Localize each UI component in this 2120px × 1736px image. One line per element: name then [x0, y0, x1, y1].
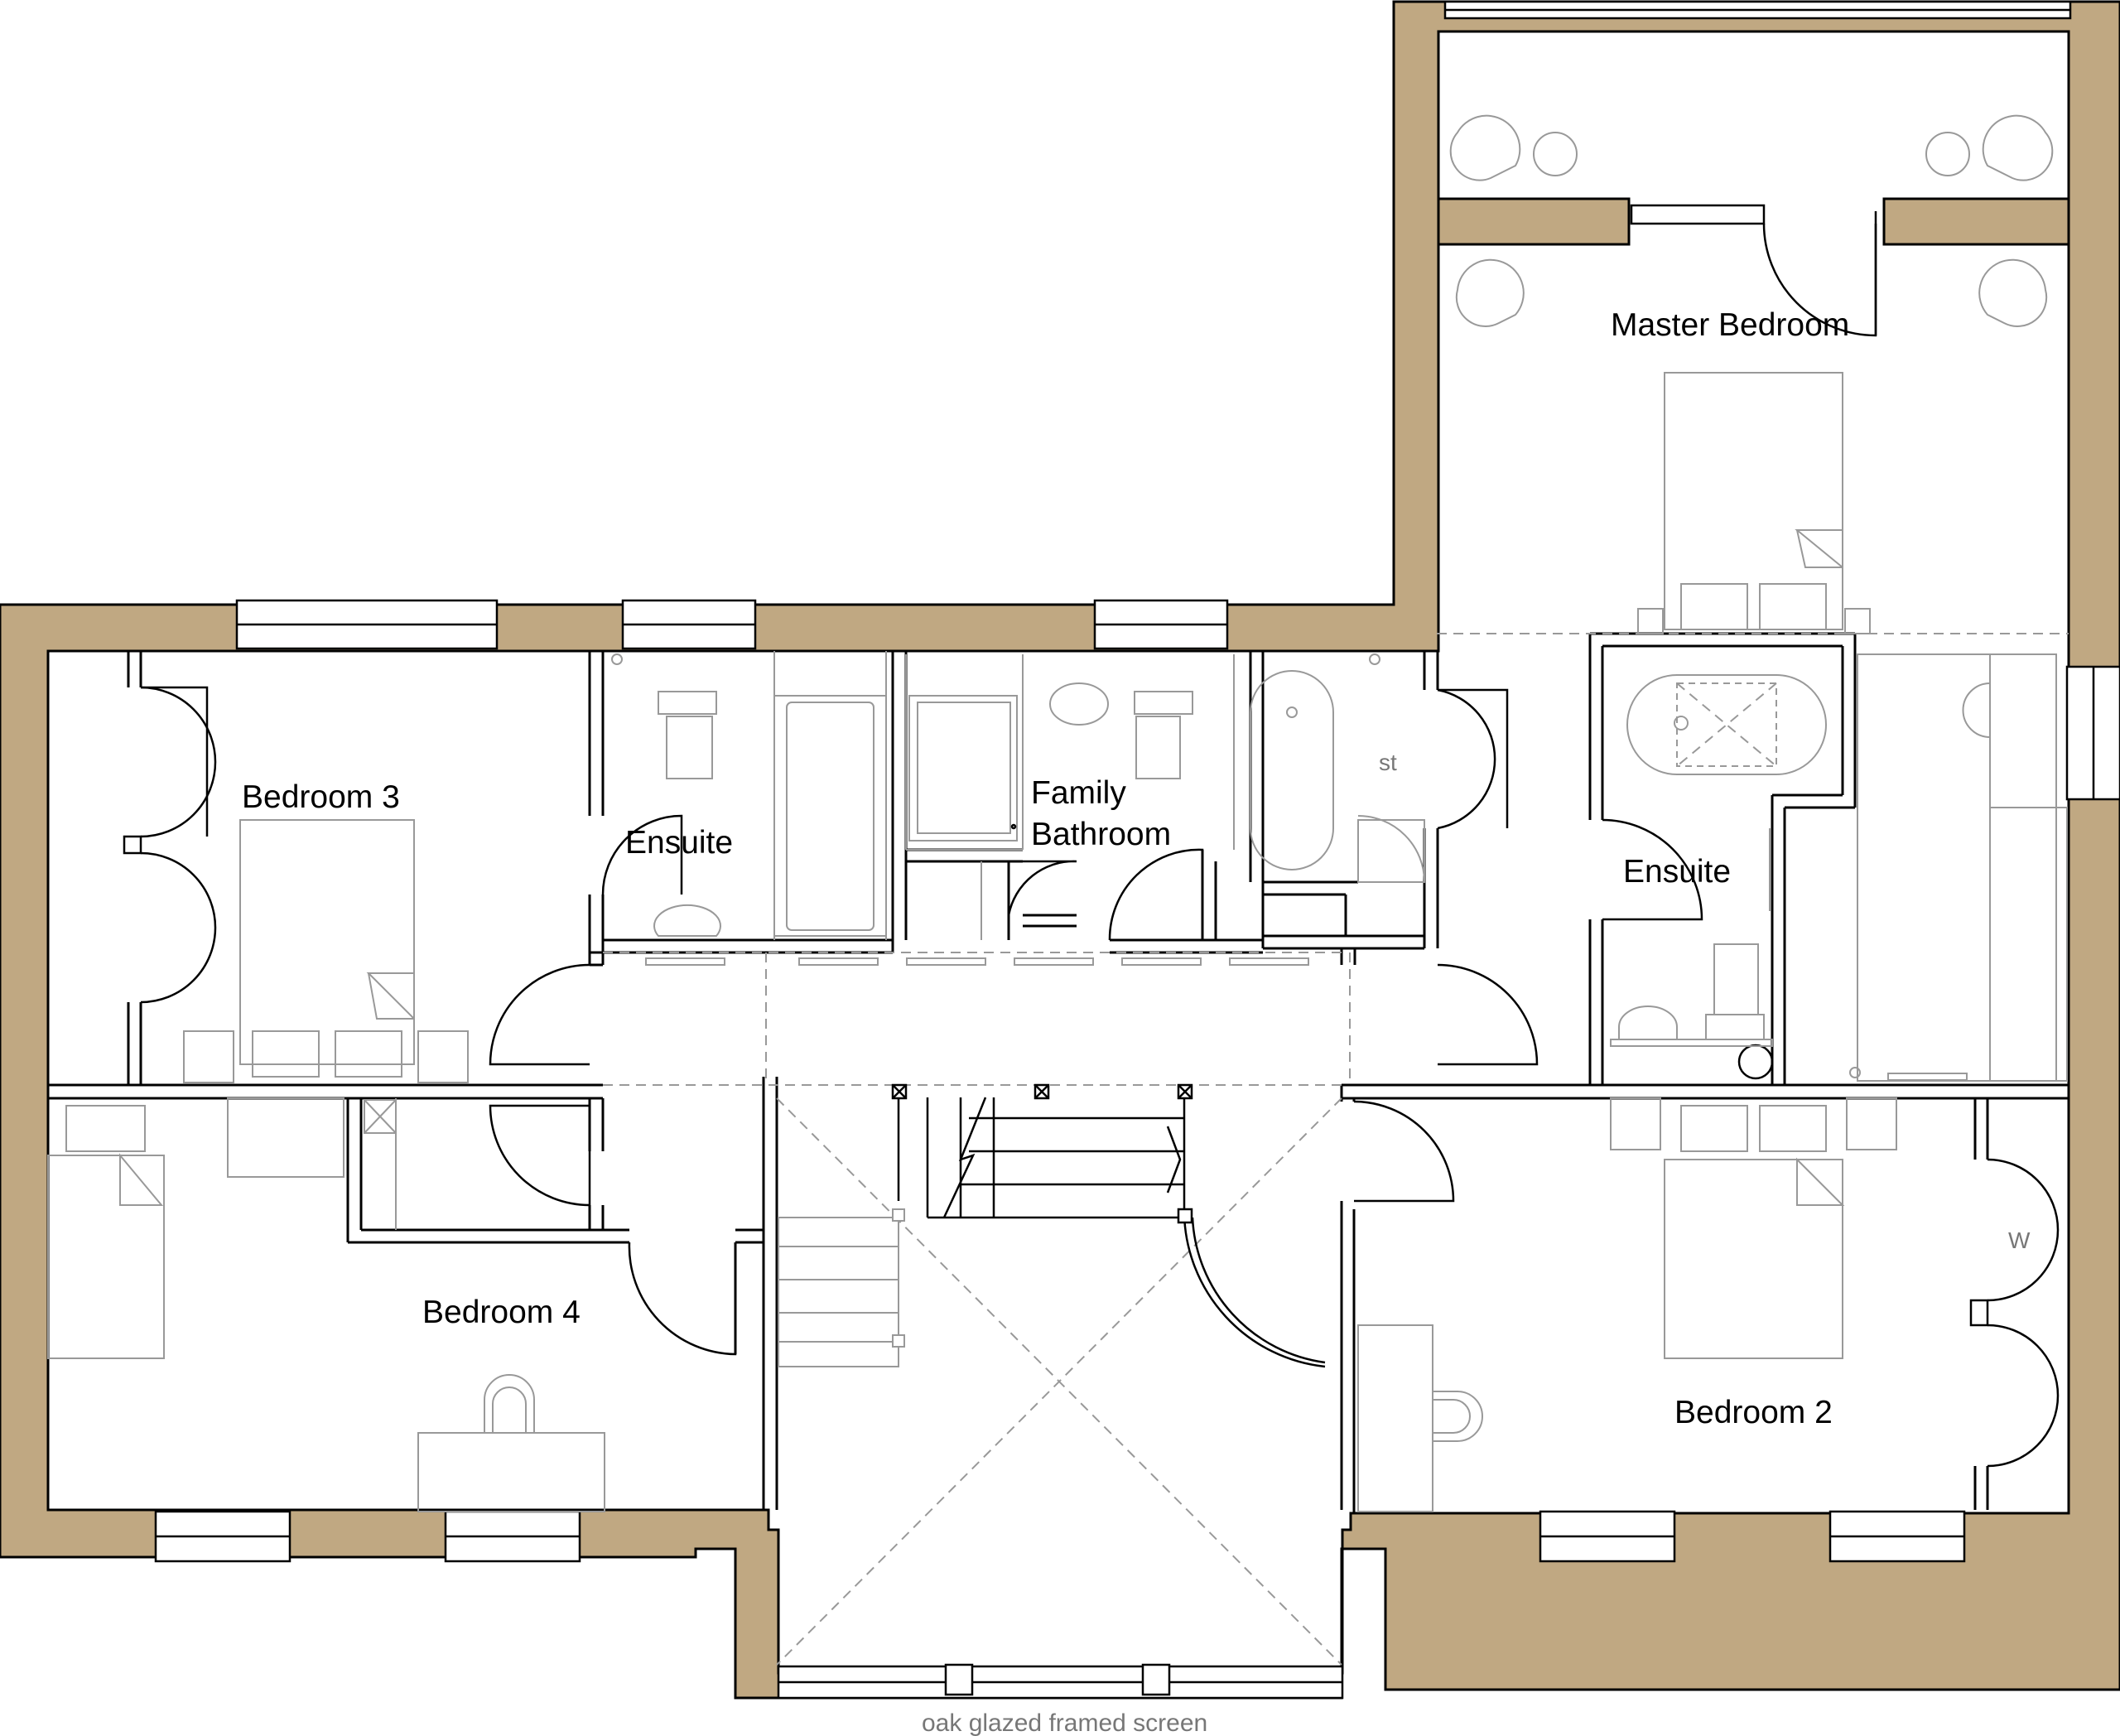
bedroom-4-furniture [47, 1097, 605, 1512]
windows [154, 0, 2120, 1700]
family-bathroom-label-line1: Family [1031, 775, 1126, 811]
ensuite-left-label: Ensuite [625, 825, 733, 861]
master-ensuite-fittings [1849, 653, 2068, 1082]
bedroom-2-label: Bedroom 2 [1674, 1395, 1833, 1430]
furniture [47, 114, 2068, 1512]
corridor-lights [645, 957, 1309, 966]
left-ensuite-fittings [611, 651, 887, 940]
family-bathroom-fittings [905, 654, 1334, 940]
stairs [603, 633, 2069, 1666]
room-labels: Master Bedroom Bedroom 3 Ensuite Family … [242, 307, 2031, 1736]
wardrobe-label: W [2008, 1227, 2031, 1253]
store-shelves [1357, 653, 1425, 883]
bedroom-2-furniture [1357, 1097, 1897, 1512]
master-chairs [1455, 258, 2048, 327]
master-bedroom-label: Master Bedroom [1611, 307, 1849, 343]
bedroom-3-bed [183, 819, 469, 1083]
right-ensuite-bath [1610, 674, 1827, 1080]
bedroom-4-label: Bedroom 4 [422, 1295, 581, 1330]
store-label: st [1379, 750, 1397, 775]
screen-caption: oak glazed framed screen [922, 1709, 1207, 1736]
ensuite-right-label: Ensuite [1623, 854, 1731, 890]
master-bed [1637, 372, 1871, 634]
stair-treads [961, 1116, 1184, 1186]
balcony-furniture [1449, 114, 2054, 181]
bedroom-3-label: Bedroom 3 [242, 779, 400, 815]
doors [123, 211, 2060, 1468]
family-bathroom-label-line2: Bathroom [1031, 817, 1171, 852]
